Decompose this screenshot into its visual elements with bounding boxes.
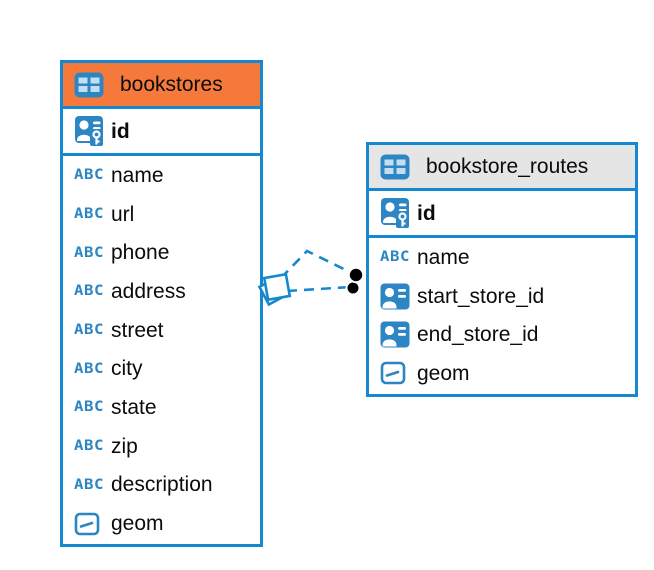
text-type-icon: ABC bbox=[74, 206, 105, 223]
column-row-name[interactable]: ABC name bbox=[63, 156, 260, 195]
column-type-icon-slot: ABC bbox=[74, 206, 111, 222]
column-type-icon-slot bbox=[380, 361, 417, 385]
column-row-start-store-id[interactable]: start_store_id bbox=[369, 276, 635, 316]
table-title: bookstore_routes bbox=[426, 155, 589, 178]
column-row-address[interactable]: ABC address bbox=[63, 272, 260, 311]
column-name: url bbox=[111, 202, 135, 226]
text-type-icon: ABC bbox=[74, 167, 105, 184]
column-name: address bbox=[111, 279, 186, 303]
column-row-id[interactable]: id bbox=[369, 191, 635, 238]
column-row-phone[interactable]: ABC phone bbox=[63, 233, 260, 273]
column-type-icon-slot bbox=[74, 115, 111, 147]
column-name: phone bbox=[111, 241, 170, 265]
column-row-geom[interactable]: geom bbox=[63, 504, 260, 543]
reference-type-icon bbox=[380, 283, 410, 310]
column-name: geom bbox=[111, 512, 164, 536]
column-name: zip bbox=[111, 434, 138, 458]
column-name: geom bbox=[417, 361, 470, 385]
table-icon bbox=[74, 72, 112, 98]
column-type-icon-slot bbox=[380, 321, 417, 348]
column-name: end_store_id bbox=[417, 323, 539, 347]
column-type-icon-slot: ABC bbox=[74, 361, 111, 377]
column-name: street bbox=[111, 318, 164, 342]
column-row-geom[interactable]: geom bbox=[369, 354, 635, 393]
table-bookstores-header[interactable]: bookstores bbox=[63, 63, 260, 109]
column-type-icon-slot: ABC bbox=[74, 245, 111, 261]
text-type-icon: ABC bbox=[74, 476, 105, 493]
column-row-city[interactable]: ABC city bbox=[63, 349, 260, 389]
column-type-icon-slot bbox=[74, 512, 111, 536]
text-type-icon: ABC bbox=[74, 399, 105, 416]
column-type-icon-slot: ABC bbox=[74, 167, 111, 183]
geometry-type-icon bbox=[380, 362, 406, 385]
column-row-end-store-id[interactable]: end_store_id bbox=[369, 315, 635, 355]
reference-type-icon bbox=[380, 321, 410, 348]
text-type-icon: ABC bbox=[380, 249, 411, 266]
column-name: name bbox=[417, 245, 470, 269]
relationship-source-anchor[interactable] bbox=[257, 272, 292, 307]
column-row-zip[interactable]: ABC zip bbox=[63, 426, 260, 466]
column-row-name[interactable]: ABC name bbox=[369, 238, 635, 277]
text-type-icon: ABC bbox=[74, 322, 105, 339]
column-row-description[interactable]: ABC description bbox=[63, 465, 260, 505]
relationship-target-anchor[interactable] bbox=[345, 266, 365, 296]
column-name: id bbox=[111, 119, 130, 143]
text-type-icon: ABC bbox=[74, 283, 105, 300]
column-type-icon-slot: ABC bbox=[74, 438, 111, 454]
column-type-icon-slot bbox=[380, 283, 417, 310]
table-title: bookstores bbox=[120, 73, 223, 96]
primary-key-icon bbox=[75, 116, 103, 146]
relationship-line-1[interactable] bbox=[280, 249, 353, 279]
column-type-icon-slot: ABC bbox=[74, 399, 111, 415]
geometry-type-icon bbox=[74, 512, 100, 535]
column-type-icon-slot: ABC bbox=[74, 322, 111, 338]
table-bookstore-routes-header[interactable]: bookstore_routes bbox=[369, 145, 635, 191]
column-name: id bbox=[417, 201, 436, 225]
column-row-street[interactable]: ABC street bbox=[63, 310, 260, 350]
text-type-icon: ABC bbox=[74, 360, 105, 377]
column-type-icon-slot: ABC bbox=[74, 477, 111, 493]
column-name: state bbox=[111, 395, 157, 419]
text-type-icon: ABC bbox=[74, 438, 105, 455]
column-row-id[interactable]: id bbox=[63, 109, 260, 156]
text-type-icon: ABC bbox=[74, 244, 105, 261]
column-name: description bbox=[111, 473, 213, 497]
column-row-state[interactable]: ABC state bbox=[63, 388, 260, 427]
column-name: name bbox=[111, 163, 164, 187]
column-name: city bbox=[111, 357, 143, 381]
column-name: start_store_id bbox=[417, 284, 545, 308]
column-row-url[interactable]: ABC url bbox=[63, 194, 260, 234]
primary-key-icon bbox=[381, 198, 409, 228]
relationship-line-2[interactable] bbox=[286, 285, 352, 293]
table-icon bbox=[380, 154, 418, 180]
column-type-icon-slot: ABC bbox=[74, 283, 111, 299]
column-type-icon-slot: ABC bbox=[380, 249, 417, 265]
column-type-icon-slot bbox=[380, 197, 417, 229]
